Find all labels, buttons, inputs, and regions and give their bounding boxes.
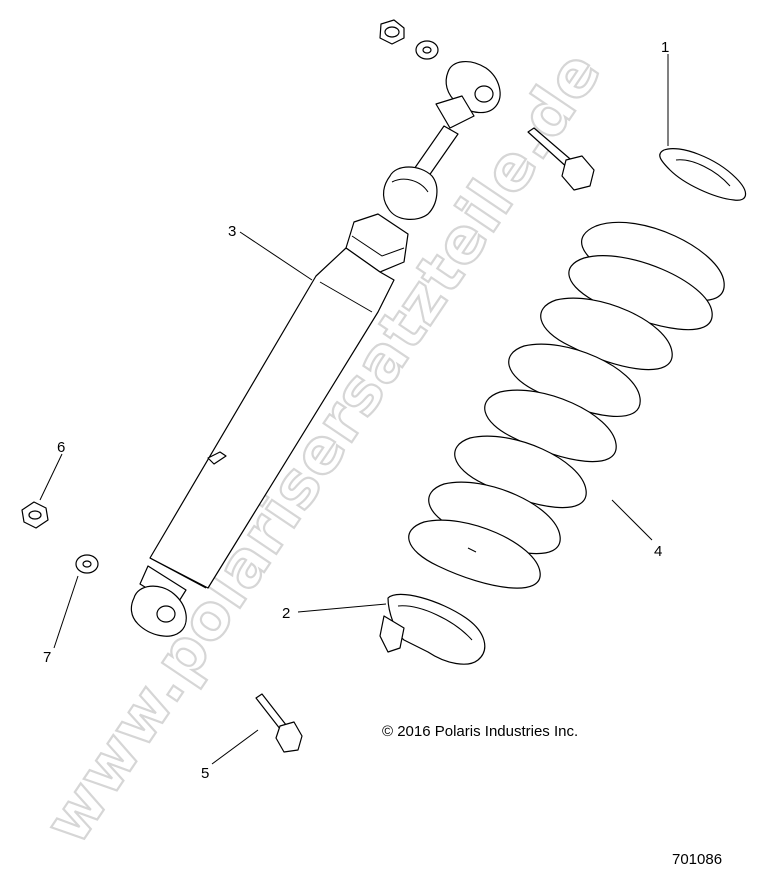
upper-bolt xyxy=(527,127,595,191)
callout-7: 7 xyxy=(43,649,51,666)
top-washer xyxy=(415,40,439,60)
callouts: 1 2 3 4 5 6 7 xyxy=(43,39,669,782)
spring-seat xyxy=(379,593,486,665)
bottom-eye xyxy=(130,565,187,637)
callout-4: 4 xyxy=(654,543,662,560)
coil-spring xyxy=(408,221,725,589)
lower-nut xyxy=(21,501,49,529)
callout-2: 2 xyxy=(282,605,290,622)
callout-6: 6 xyxy=(57,439,65,456)
copyright-text: © 2016 Polaris Industries Inc. xyxy=(382,723,578,740)
spring-retainer xyxy=(659,148,747,201)
lower-washer xyxy=(75,554,99,574)
leader-lines xyxy=(39,54,669,765)
diagram-number: 701086 xyxy=(672,851,722,868)
rod-bushing xyxy=(382,166,438,220)
top-eye xyxy=(435,61,501,129)
callout-5: 5 xyxy=(201,765,209,782)
callout-3: 3 xyxy=(228,223,236,240)
callout-1: 1 xyxy=(661,39,669,56)
top-nut xyxy=(379,19,405,45)
lower-bolt xyxy=(255,693,303,753)
shock-absorber xyxy=(130,19,501,637)
